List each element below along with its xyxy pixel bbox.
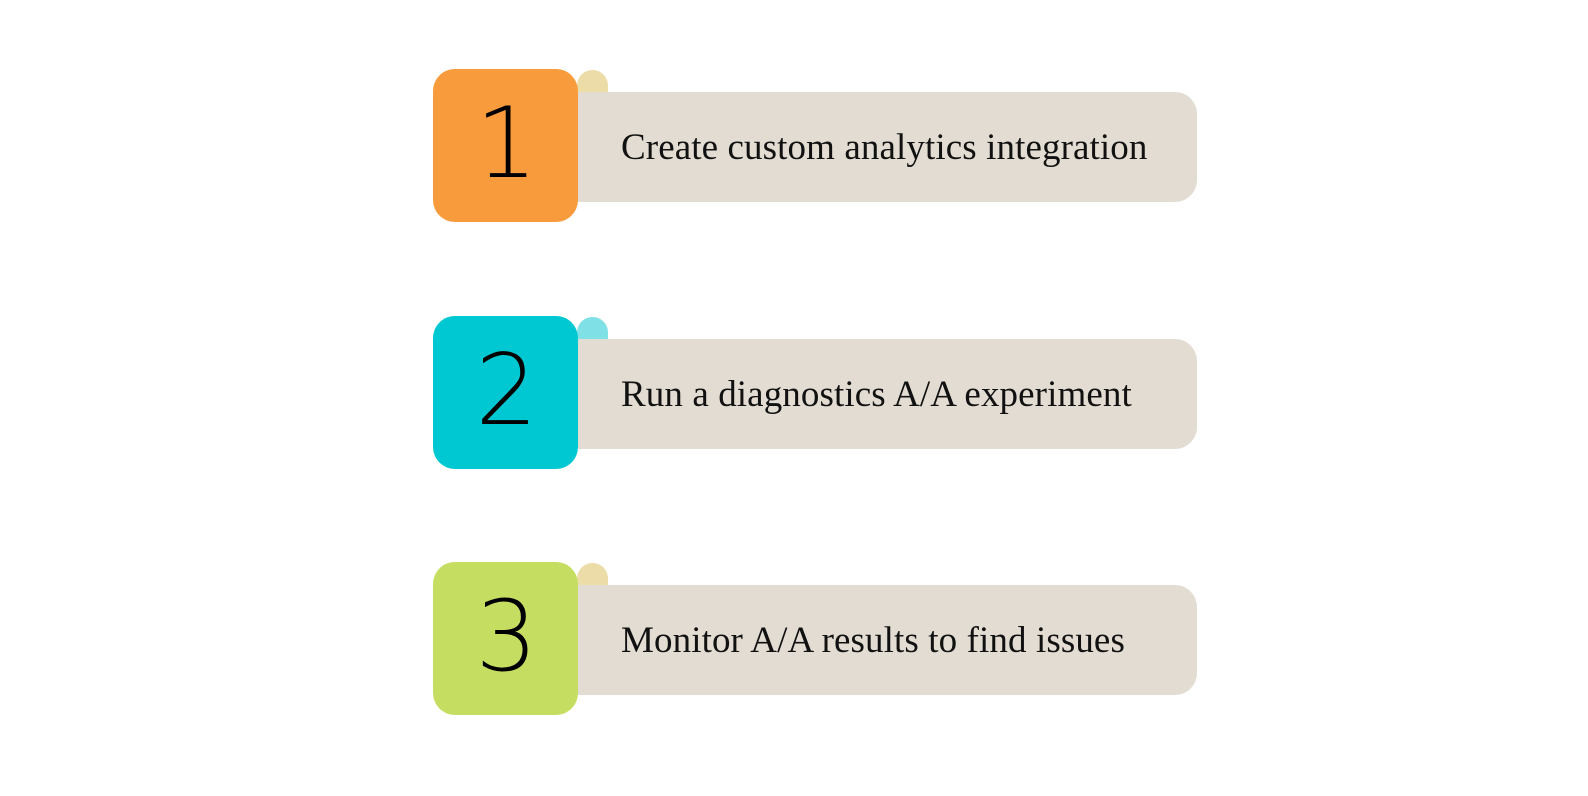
step-label-bar[interactable]: Create custom analytics integration: [578, 92, 1197, 202]
step-label-text: Monitor A/A results to find issues: [621, 619, 1125, 661]
step-number-chip[interactable]: 1: [433, 69, 578, 222]
step-label-text: Run a diagnostics A/A experiment: [621, 373, 1132, 415]
step-number-text: 1: [475, 86, 538, 201]
step-number-text: 3: [475, 579, 538, 694]
step-number-text: 2: [475, 333, 538, 448]
step-label-bar[interactable]: Run a diagnostics A/A experiment: [578, 339, 1197, 449]
step-label-text: Create custom analytics integration: [621, 126, 1148, 168]
step-row: Create custom analytics integration 1: [433, 69, 1197, 222]
step-row: Run a diagnostics A/A experiment 2: [433, 316, 1197, 469]
step-number-chip[interactable]: 3: [433, 562, 578, 715]
step-number-chip[interactable]: 2: [433, 316, 578, 469]
step-label-bar[interactable]: Monitor A/A results to find issues: [578, 585, 1197, 695]
step-row: Monitor A/A results to find issues 3: [433, 562, 1197, 715]
